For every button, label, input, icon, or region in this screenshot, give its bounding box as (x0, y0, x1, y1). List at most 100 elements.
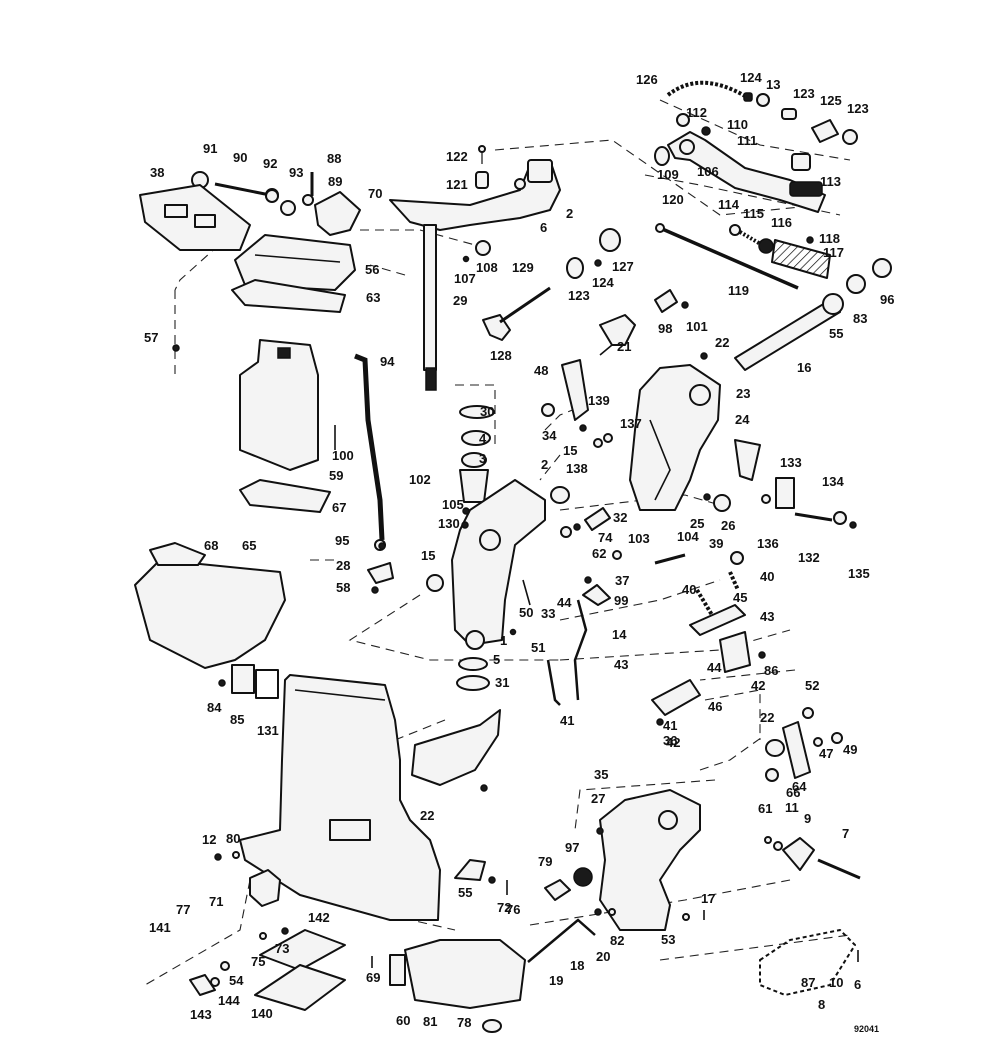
callout-26: 26 (721, 518, 735, 533)
part-78-gearcase (404, 939, 526, 1009)
callout-32: 32 (613, 510, 627, 525)
callout-99: 99 (614, 593, 628, 608)
callout-13: 13 (766, 77, 780, 92)
callout-44: 44 (557, 595, 572, 610)
callout-65: 65 (242, 538, 256, 553)
callout-28: 28 (336, 558, 350, 573)
callout-11: 11 (785, 800, 799, 815)
part-1-swivel (451, 479, 546, 646)
part-60-screen (254, 964, 346, 1011)
part-116 (758, 238, 774, 254)
callout-42: 42 (751, 678, 765, 693)
callout-119: 119 (728, 283, 749, 298)
part-87 (482, 1019, 502, 1033)
part-113-bushing (791, 153, 811, 171)
callout-75: 75 (251, 954, 265, 969)
part-99 (582, 584, 611, 606)
callout-54: 54 (229, 973, 244, 988)
part-64-shield (411, 709, 501, 786)
part-40-spring (728, 571, 740, 591)
part-94-tube (354, 353, 385, 541)
callout-142: 142 (308, 910, 330, 925)
callout-134: 134 (822, 474, 844, 489)
callout-1: 1 (500, 633, 507, 648)
callout-15: 15 (563, 443, 577, 458)
callout-96: 96 (880, 292, 894, 307)
part-15-washer (550, 486, 570, 504)
callout-43: 43 (760, 609, 774, 624)
part-14-rod (573, 599, 588, 701)
part-24-pin (734, 439, 761, 481)
callout-45: 45 (733, 590, 747, 605)
callout-143: 143 (190, 1007, 212, 1022)
part-4-seal (461, 430, 491, 446)
callout-63: 63 (366, 290, 380, 305)
callout-101: 101 (686, 319, 708, 334)
part-83-nut (846, 274, 866, 294)
callout-130: 130 (438, 516, 460, 531)
callout-12: 12 (202, 832, 216, 847)
part-132-bolt (794, 512, 833, 522)
callout-38: 38 (150, 165, 164, 180)
callout-91: 91 (203, 141, 217, 156)
callout-90: 90 (233, 150, 247, 165)
part-55-bushing (822, 293, 844, 315)
part-69-gasket (259, 929, 346, 971)
callout-68: 68 (204, 538, 218, 553)
callout-133: 133 (780, 455, 802, 470)
part-71 (454, 859, 486, 881)
callout-48: 48 (534, 363, 548, 378)
callout-60: 60 (396, 1013, 410, 1028)
callout-84: 84 (207, 700, 222, 715)
callout-100: 100 (332, 448, 354, 463)
callout-16: 16 (797, 360, 811, 375)
part-13-washer (756, 93, 770, 107)
part-126-cable (666, 80, 746, 98)
callout-58: 58 (336, 580, 350, 595)
callout-41: 41 (560, 713, 574, 728)
part-31-washer (456, 675, 490, 691)
part-108-washer (475, 240, 491, 256)
callout-122: 122 (446, 149, 468, 164)
callout-77: 77 (176, 902, 190, 917)
part-90-bolt (214, 182, 276, 198)
callout-98: 98 (658, 321, 672, 336)
callout-120: 120 (662, 192, 684, 207)
callout-24: 24 (735, 412, 750, 427)
callout-123: 123 (568, 288, 590, 303)
part-72 (249, 869, 281, 907)
part-115-spring (738, 230, 766, 248)
part-140 (189, 974, 216, 996)
callout-41: 41 (663, 718, 677, 733)
part-89 (302, 194, 314, 206)
part-121 (475, 171, 489, 189)
callout-6: 6 (854, 977, 861, 992)
part-17-rod (527, 918, 596, 963)
part-124 (743, 92, 753, 102)
callout-3: 3 (479, 451, 486, 466)
part-93-washer (280, 200, 296, 216)
part-112 (676, 113, 690, 127)
callout-4: 4 (479, 431, 487, 446)
part-84 (231, 664, 255, 694)
callout-117: 117 (823, 245, 844, 260)
callout-46: 46 (708, 699, 722, 714)
callout-139: 139 (588, 393, 610, 408)
callout-123: 123 (793, 86, 815, 101)
part-52-washer (765, 739, 785, 757)
callout-55: 55 (829, 326, 843, 341)
callout-87: 87 (801, 975, 815, 990)
parts (134, 80, 892, 1033)
callout-37: 37 (615, 573, 629, 588)
callout-72: 72 (497, 900, 511, 915)
part-5-washer (458, 657, 488, 671)
callout-127: 127 (612, 259, 634, 274)
callout-27: 27 (591, 791, 605, 806)
part-96-nut (872, 258, 892, 278)
part-15-washer-b (426, 574, 444, 592)
part-102-bushing (459, 469, 489, 503)
callout-137: 137 (620, 416, 642, 431)
callout-22: 22 (420, 808, 434, 823)
part-65-cover (134, 559, 286, 669)
